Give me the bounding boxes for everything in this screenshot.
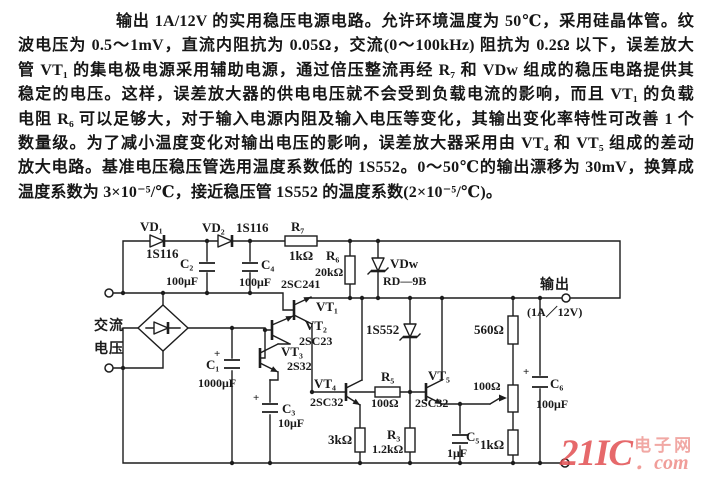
circuit-wires (112, 240, 621, 464)
vt1-part-label: 2SC241 (281, 277, 320, 291)
zener-vdw (367, 257, 389, 275)
r7-value: 1kΩ (289, 248, 313, 263)
vt3-label: VT₃ (281, 344, 303, 359)
r7-label: R₇ (291, 219, 304, 234)
watermark-cn-text: 电子网 (634, 436, 695, 455)
transistor-arrows (270, 297, 507, 405)
c1-polarity: + (214, 348, 220, 360)
ac-voltage-label: 交流 (94, 317, 124, 334)
paragraph-line: 电阻 R₆ 可以足够大，对于输入电源内阻及输入电压等变化，其输出变化率特性可改善… (18, 110, 694, 128)
junction-dots (120, 238, 543, 466)
vd1-part-label: 1S116 (146, 246, 179, 261)
ac-input-terminal-top (104, 288, 114, 298)
resistor-r6 (344, 255, 356, 285)
description-paragraph: 输出 1A/12V 的实用稳压电源电路。允许环境温度为 50℃，采用硅晶体管。纹… (18, 10, 694, 205)
c6-label: C₆ (550, 376, 563, 391)
output-terminal-negative (560, 458, 570, 468)
ac-input-terminal-bottom (104, 363, 114, 373)
circuit-diagram: 交流 电压 VD₁ 1S116 VD₂ 1S116 R₇ 1kΩ R₆ 20kΩ… (94, 219, 621, 468)
capacitor-c4 (242, 262, 258, 272)
resistor-r7 (284, 235, 318, 247)
r560-value: 560Ω (474, 322, 504, 337)
r1k-value: 1kΩ (480, 437, 504, 452)
resistor-1k (507, 429, 519, 456)
r6-value: 20kΩ (315, 265, 344, 279)
c2-value: 100μF (166, 274, 198, 288)
c6-value: 100μF (536, 397, 568, 411)
output-rating: (1A／12V) (527, 304, 582, 319)
vt2-part-label: 2SC23 (299, 334, 332, 348)
paragraph-line: 稳定的电压。这样，误差放大器的供电电压就不会受到负载电流的影响，而且 VT₁ 的… (18, 86, 694, 104)
vd1-label: VD₁ (140, 219, 163, 234)
paragraph-line: 放大电路。基准电压稳压管选用温度系数低的 1S552。0～50℃的输出漂移为 3… (18, 159, 694, 177)
capacitors (199, 262, 548, 444)
vdw-part-label: RD—9B (383, 274, 426, 288)
vd2-label: VD₂ (202, 220, 225, 235)
c3-polarity: + (253, 392, 259, 404)
vt2-label: VT₂ (305, 318, 327, 333)
watermark-21ic: 21IC 电子网 ．com (560, 433, 695, 474)
r5-label: R₅ (381, 369, 394, 384)
r3k-value: 3kΩ (328, 432, 352, 447)
paragraph-line: 输出 1A/12V 的实用稳压电源电路。允许环境温度为 50℃，采用硅晶体管。纹 (116, 13, 694, 30)
resistors (284, 235, 519, 456)
watermark-brand: 21IC (560, 433, 633, 474)
bridge-rectifier (136, 304, 190, 352)
vdw-label: VDw (390, 256, 419, 271)
c3-label: C₃ (282, 401, 295, 416)
watermark-suffix: ．com (634, 452, 689, 474)
c5-label: C₅ (466, 429, 479, 444)
c4-value: 100μF (239, 275, 271, 289)
pot-value: 100Ω (473, 379, 501, 393)
resistor-r3 (404, 427, 416, 453)
potentiometer-100 (507, 384, 519, 413)
c1-value: 1000μF (198, 376, 236, 390)
vd2-part-label: 1S116 (236, 220, 269, 235)
zener-1s552 (399, 323, 421, 341)
transistor-bars (258, 300, 428, 401)
r3-value: 1.2kΩ (372, 442, 404, 456)
paragraph-line: 数量级。为了减小温度变化对输出电压的影响，误差放大器采用由 VT₄ 和 VT₅ … (18, 135, 694, 153)
c3-value: 10μF (278, 416, 304, 430)
paragraph-line: 温度系数为 3×10⁻⁵/℃，接近稳压管 1S552 的温度系数(2×10⁻⁵/… (18, 183, 503, 201)
output-terminal-positive (561, 293, 571, 303)
r5-value: 100Ω (371, 396, 399, 410)
c6-polarity: + (523, 366, 529, 378)
capacitor-c6 (532, 376, 548, 388)
diode-vd2 (217, 234, 234, 248)
circuit-labels: 交流 电压 VD₁ 1S116 VD₂ 1S116 R₇ 1kΩ R₆ 20kΩ… (94, 219, 582, 460)
capacitor-c2 (199, 262, 215, 272)
output-label: 输出 (540, 276, 570, 293)
vt4-part-label: 2SC32 (310, 395, 343, 409)
capacitor-c5 (452, 434, 468, 444)
capacitor-c3 (262, 403, 278, 413)
vt4-label: VT₄ (314, 376, 336, 391)
vt5-part-label: 2SC32 (415, 396, 448, 410)
paragraph-line: 管 VT₁ 的集电极电源采用辅助电源，通过倍压整流再经 R₇ 和 VDw 组成的… (18, 61, 694, 79)
c2-label: C₂ (180, 256, 193, 271)
vt5-label: VT₅ (428, 368, 450, 383)
capacitor-c1 (224, 359, 240, 369)
diode-vd1 (149, 234, 166, 248)
r6-label: R₆ (326, 248, 339, 263)
c5-value: 1μF (447, 446, 467, 460)
zener-ref-label: 1S552 (366, 322, 399, 337)
paragraph-line: 波电压为 0.5～1mV，直流内阻抗为 0.05Ω，交流(0～100kHz) 阻… (18, 37, 694, 55)
vt1-label: VT₁ (316, 299, 338, 314)
c4-label: C₄ (261, 257, 274, 272)
resistor-r5 (374, 386, 401, 398)
vt3-part-label: 2S32 (287, 359, 312, 373)
r3-label: R₃ (387, 427, 400, 442)
c1-label: C₁ (206, 357, 219, 372)
resistor-3k (354, 427, 366, 453)
ac-voltage-label: 电压 (94, 340, 124, 357)
resistor-560 (507, 315, 519, 345)
